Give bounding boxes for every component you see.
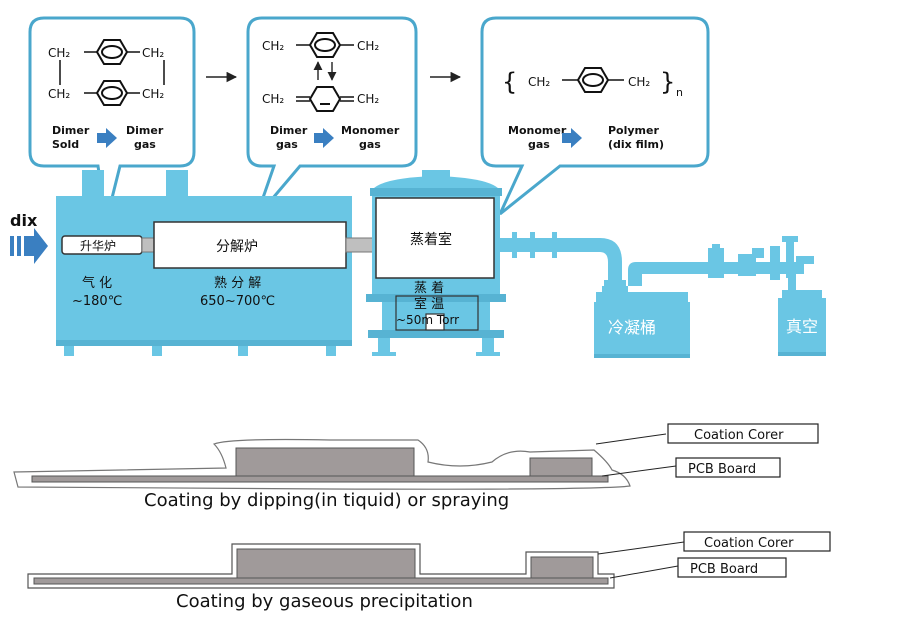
caption: Coating by gaseous precipitation [176,591,473,612]
stage-label: Dimer [126,124,164,137]
dimer-bubble: CH₂ CH₂ CH₂ CH₂ Dimer Sold Dimer gas [28,16,196,223]
board-label: PCB Board [688,462,756,477]
formula-ch2: CH₂ [628,75,650,89]
formula-ch2: CH₂ [48,46,70,60]
formula-ch2: CH₂ [142,46,164,60]
stage-label: Monomer [508,124,567,137]
coating-gaseous-diagram: Coation Corer PCB Board Coating by gaseo… [27,531,831,612]
monomer-bubble: CH₂ CH₂ CH₂ CH₂ Dimer gas Monomer gas [246,16,418,219]
coating-label: Coation Corer [694,428,784,443]
stage-label: Dimer [52,124,90,137]
deposition-chamber [375,197,495,279]
pyrolysis-furnace-label: 分解炉 [216,239,258,255]
bracket-left: { [502,68,517,96]
deposition-label: 蒸 着 [414,280,444,296]
pcb-board [31,475,609,483]
formula-ch2: CH₂ [528,75,550,89]
inlet-label: dix [10,211,38,230]
right-arrow-icon [314,128,334,148]
stage-label: gas [134,138,156,151]
callout-box [683,531,831,552]
vaporizer-cabinet [56,170,352,356]
stage-label: (dix film) [608,138,664,151]
formula-ch2: CH₂ [262,39,284,53]
component-block [530,556,594,579]
pyrolysis-furnace [153,221,347,269]
cold-trap-label: 冷凝桶 [608,318,656,337]
formula-ch2: CH₂ [48,87,70,101]
bracket-right: } [660,68,675,96]
polymer-subscript-n: n [676,86,683,99]
component-block [235,447,415,477]
inlet-arrow-icon [10,228,48,264]
vacuum-pump [778,290,826,356]
callout-box [667,423,819,444]
right-arrow-icon [562,128,582,148]
formula-ch2: CH₂ [142,87,164,101]
coating-label: Coation Corer [704,536,794,551]
polymer-bubble: { CH₂ CH₂ } n Monomer gas Polymer (dix f… [480,16,710,216]
stage-label: Monomer [341,124,400,137]
pyrolysis-temp: 650~700℃ [200,294,275,309]
stage-label: Dimer [270,124,308,137]
caption: Coating by dipping(in tiquid) or sprayin… [144,490,509,511]
pyrolysis-label: 熟 分 解 [214,275,261,291]
formula-ch2: CH₂ [357,39,379,53]
cold-trap [594,286,690,358]
right-arrow-icon [97,128,117,148]
stage-label: gas [276,138,298,151]
coating-dipping-diagram: Coation Corer PCB Board Coating by dippi… [13,423,819,511]
pressure-label: ~50m Torr [396,313,459,327]
component-block [529,457,593,477]
room-temp-label: 室 温 [414,296,444,312]
vacuum-label: 真空 [786,317,818,336]
callout-box [677,557,787,578]
stage-label: gas [359,138,381,151]
vacuum-line [628,236,814,294]
stage-label: gas [528,138,550,151]
component-block [236,548,416,579]
formula-ch2: CH₂ [357,92,379,106]
sublimation-furnace-label: 升华炉 [80,239,116,253]
vacuum-pipe [500,232,626,292]
board-label: PCB Board [690,562,758,577]
callout-box [675,457,781,478]
formula-ch2: CH₂ [262,92,284,106]
quinoid-ring-icon [308,86,342,112]
stage-label: Polymer [608,124,659,137]
deposition-chamber-label: 蒸着室 [410,231,452,248]
pcb-board [33,577,609,585]
stage-label: Sold [52,138,79,151]
vaporize-label: 气 化 [82,275,112,291]
vaporize-temp: ~180℃ [72,294,122,309]
